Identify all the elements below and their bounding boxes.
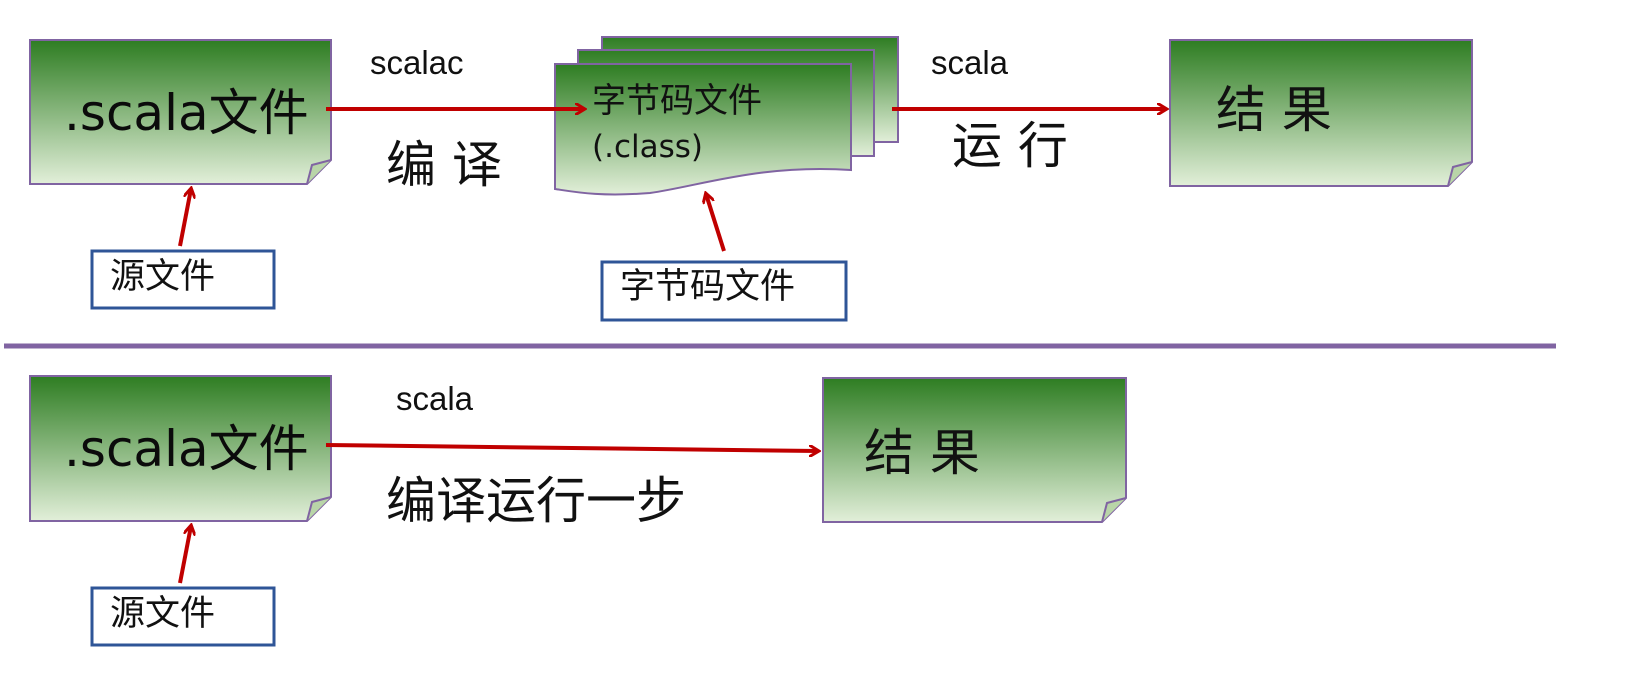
source-tag-box-top (90, 249, 276, 310)
result-doc-fold-bottom (1101, 497, 1127, 523)
compile-label: 编 译 (386, 136, 502, 194)
run-command: scala (931, 44, 1009, 81)
source-doc-label-bottom: .scala文件 (64, 420, 309, 478)
result-label-top: 结 果 (1216, 81, 1332, 139)
bytecode-tag-arrow (706, 194, 726, 252)
source-doc-fold-bottom (306, 496, 332, 522)
compile-run-command: scala (396, 380, 474, 417)
bytecode-doc-title: 字节码文件 (592, 81, 762, 121)
source-tag-box-bottom (90, 586, 276, 647)
bytecode-tag-box (600, 260, 848, 322)
source-doc-fold-top (306, 159, 332, 185)
source-tag-arrow-bottom (178, 526, 191, 584)
bytecode-tag-label: 字节码文件 (620, 267, 796, 307)
source-tag-arrow-top (178, 189, 191, 247)
source-doc-label-top: .scala文件 (64, 84, 309, 142)
result-label-bottom: 结 果 (864, 424, 980, 482)
compile-command: scalac (370, 44, 464, 81)
source-tag-label-bottom: 源文件 (110, 594, 216, 634)
source-tag-label-top: 源文件 (110, 257, 216, 297)
bytecode-doc-ext: (.class) (592, 129, 703, 165)
compile-run-label: 编译运行一步 (386, 472, 686, 530)
run-label: 运 行 (952, 117, 1068, 175)
bytecode-doc-front (554, 63, 852, 196)
compile-run-arrow (325, 443, 818, 451)
result-doc-fold-top (1447, 161, 1473, 187)
